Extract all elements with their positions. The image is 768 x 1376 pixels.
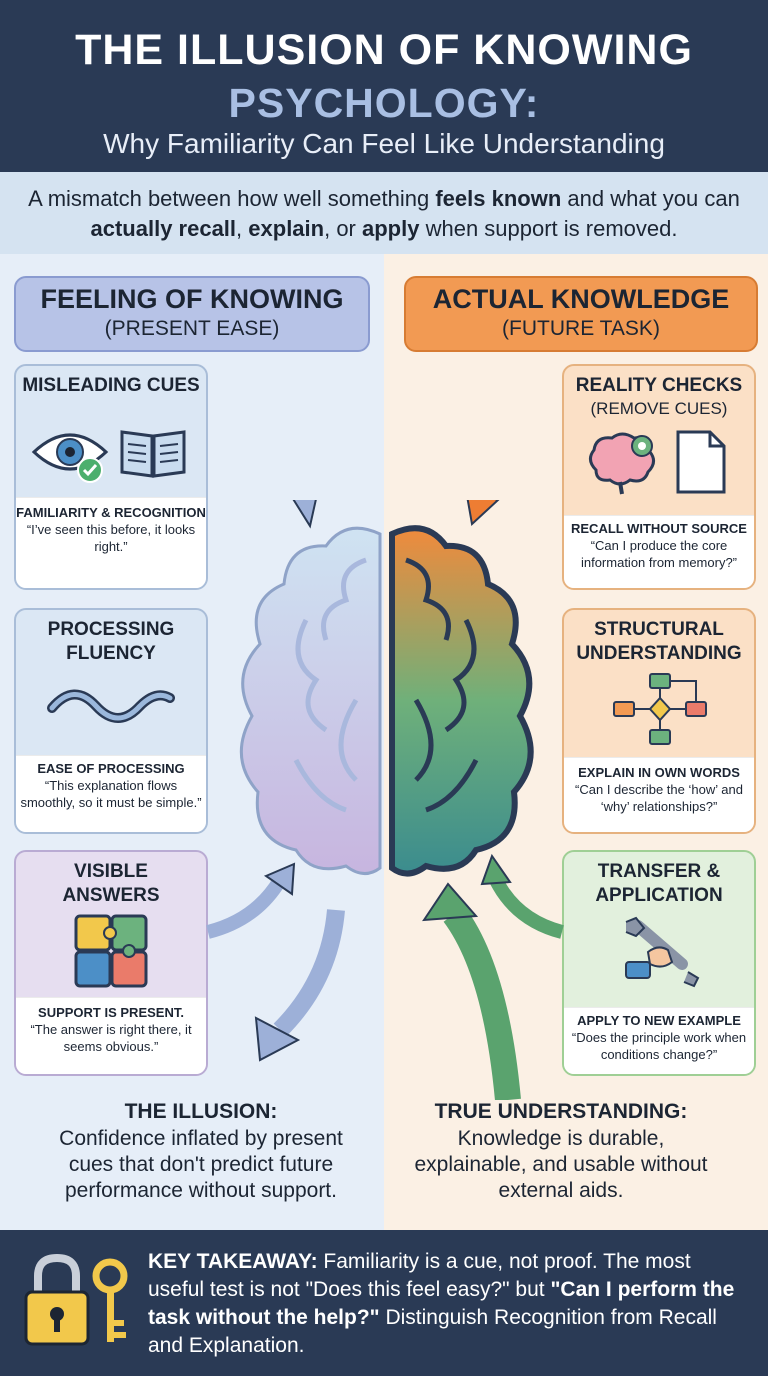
wave-icon [47, 689, 175, 723]
summary-title: TRUE UNDERSTANDING: [434, 1100, 688, 1123]
intro-band [0, 172, 768, 254]
arrow-head-icon [422, 882, 479, 922]
page-title-line2: PSYCHOLOGY: [228, 80, 540, 126]
takeaway-text: KEY TAKEAWAY: Familiarity is a cue, not … [148, 1250, 735, 1357]
arrow-head-icon [263, 862, 296, 896]
card-label: EXPLAIN IN OWN WORDS [578, 765, 740, 780]
card-label: RECALL WITHOUT SOURCE [571, 521, 747, 536]
arrow-icon [443, 906, 521, 1100]
card-quote: “The answer is right there, it seems obv… [30, 1022, 192, 1054]
intro-text: A mismatch between how well something fe… [28, 186, 740, 241]
card-misleading-cues: MISLEADING CUES FAMILIARITY & RECOGNITIO… [14, 364, 208, 590]
card-quote: “Does the principle work when conditions… [571, 1030, 747, 1062]
understanding-summary: TRUE UNDERSTANDING: Knowledge is durable… [406, 1100, 716, 1204]
card-title: PROCESSING FLUENCY [47, 619, 175, 664]
book-icon [120, 430, 186, 478]
flowchart-icon [613, 673, 707, 745]
card-label: APPLY TO NEW EXAMPLE [577, 1013, 741, 1028]
check-icon [77, 457, 103, 483]
summary-text: Knowledge is durable, explainable, and u… [414, 1127, 708, 1202]
brain-right-hemisphere [389, 525, 534, 877]
card-title: REALITY CHECKS [575, 375, 743, 396]
takeaway-footer [0, 1230, 768, 1376]
key-icon [92, 1258, 128, 1342]
card-title: TRANSFER & APPLICATION [595, 861, 723, 906]
card-label: FAMILIARITY & RECOGNITION [16, 505, 206, 520]
wrench-hand-icon [625, 916, 700, 988]
card-footer: EXPLAIN IN OWN WORDS “Can I describe the… [564, 757, 754, 832]
card-visible-answers: VISIBLE ANSWERS SUPPORT IS PRESENT. “The… [14, 850, 208, 1076]
card-quote: “I’ve seen this before, it looks right.” [26, 522, 196, 554]
left-heading-text: FEELING OF KNOWING [40, 284, 344, 314]
card-quote: “This explanation flows smoothly, so it … [20, 778, 202, 810]
summary-title: THE ILLUSION: [124, 1100, 278, 1123]
brain-illustration [206, 500, 564, 1100]
header-banner [0, 0, 768, 172]
card-quote: “Can I describe the ‘how’ and ‘why’ rela… [575, 782, 743, 814]
card-footer: RECALL WITHOUT SOURCE “Can I produce the… [564, 515, 754, 588]
illusion-summary: THE ILLUSION: Confidence inflated by pre… [36, 1100, 366, 1204]
card-subtitle: (REMOVE CUES) [590, 399, 728, 418]
brain-left-hemisphere [239, 526, 382, 875]
arrow-head-icon [480, 853, 512, 886]
right-column-heading: ACTUAL KNOWLEDGE (FUTURE TASK) [404, 276, 758, 352]
left-subheading-text: (PRESENT EASE) [104, 317, 280, 340]
card-transfer-application: TRANSFER & APPLICATION APPLY TO NEW EXAM… [562, 850, 756, 1076]
brain-gear-icon [589, 432, 655, 495]
card-footer: FAMILIARITY & RECOGNITION “I’ve seen thi… [16, 497, 206, 588]
card-label: EASE OF PROCESSING [37, 761, 185, 776]
card-quote: “Can I produce the core information from… [580, 538, 738, 570]
card-title: MISLEADING CUES [22, 375, 200, 396]
arrow-icon [273, 909, 345, 1037]
card-processing-fluency: PROCESSING FLUENCY EASE OF PROCESSING “T… [14, 608, 208, 834]
arrow-head-icon [254, 1016, 301, 1062]
card-structural-understanding: STRUCTURAL UNDERSTANDING EXPLAIN IN OWN … [562, 608, 756, 834]
summary-text: Confidence inflated by present cues that… [59, 1127, 343, 1202]
card-title: VISIBLE ANSWERS [62, 861, 160, 906]
left-column-heading: FEELING OF KNOWING (PRESENT EASE) [14, 276, 370, 352]
takeaway-label: KEY TAKEAWAY: [148, 1250, 318, 1273]
arrow-head-icon [466, 500, 500, 526]
arrow-head-icon [292, 500, 317, 529]
arrow-icon [206, 876, 287, 939]
page-title: THE ILLUSION OF KNOWING [75, 26, 693, 74]
arrow-icon [489, 876, 564, 939]
card-reality-checks: REALITY CHECKS (REMOVE CUES) RECALL WITH… [562, 364, 756, 590]
right-heading-text: ACTUAL KNOWLEDGE [432, 284, 730, 314]
card-title: STRUCTURAL UNDERSTANDING [576, 619, 742, 664]
card-footer: EASE OF PROCESSING “This explanation flo… [16, 755, 206, 832]
padlock-icon [24, 1253, 90, 1346]
puzzle-icon [74, 914, 148, 988]
card-label: SUPPORT IS PRESENT. [38, 1005, 184, 1020]
right-subheading-text: (FUTURE TASK) [502, 317, 660, 340]
card-footer: SUPPORT IS PRESENT. “The answer is right… [16, 997, 206, 1074]
page-subtitle: Why Familiarity Can Feel Like Understand… [103, 128, 665, 159]
document-icon [676, 430, 726, 494]
card-footer: APPLY TO NEW EXAMPLE “Does the principle… [564, 1007, 754, 1074]
